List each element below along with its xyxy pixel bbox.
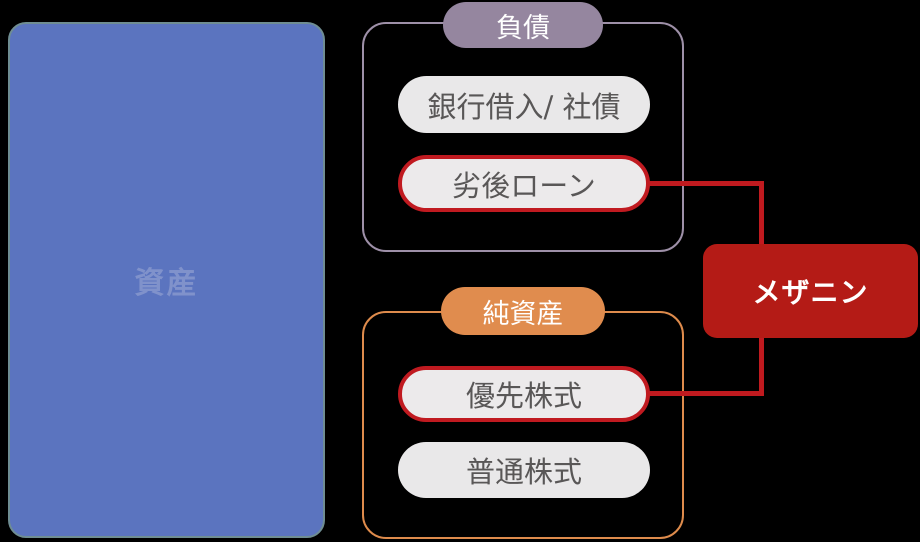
connector-preferred-to-mezzanine xyxy=(646,391,764,396)
pill-bank-loans-bonds-label: 銀行借入/ 社債 xyxy=(427,89,621,124)
liabilities-header-pill: 負債 xyxy=(443,2,603,48)
connector-subordinated-to-mezzanine xyxy=(646,181,764,186)
liabilities-header-label: 負債 xyxy=(496,12,550,44)
pill-preferred-stock: 優先株式 xyxy=(398,366,650,422)
mezzanine-label: メザニン xyxy=(752,276,869,309)
pill-subordinated-loan-label: 劣後ローン xyxy=(452,168,596,203)
pill-preferred-stock-label: 優先株式 xyxy=(465,379,582,413)
pill-bank-loans-bonds: 銀行借入/ 社債 xyxy=(398,76,650,133)
pill-common-stock-label: 普通株式 xyxy=(465,455,582,489)
mezzanine-box: メザニン xyxy=(703,244,918,338)
liabilities-group-box xyxy=(362,22,684,252)
pill-common-stock: 普通株式 xyxy=(398,442,650,498)
asset-block: 資産 xyxy=(8,22,325,538)
pill-subordinated-loan: 劣後ローン xyxy=(398,155,650,212)
asset-label: 資産 xyxy=(134,266,199,301)
equity-header-label: 純資産 xyxy=(482,298,564,330)
equity-header-pill: 純資産 xyxy=(441,287,605,335)
equity-group-box xyxy=(362,311,684,539)
